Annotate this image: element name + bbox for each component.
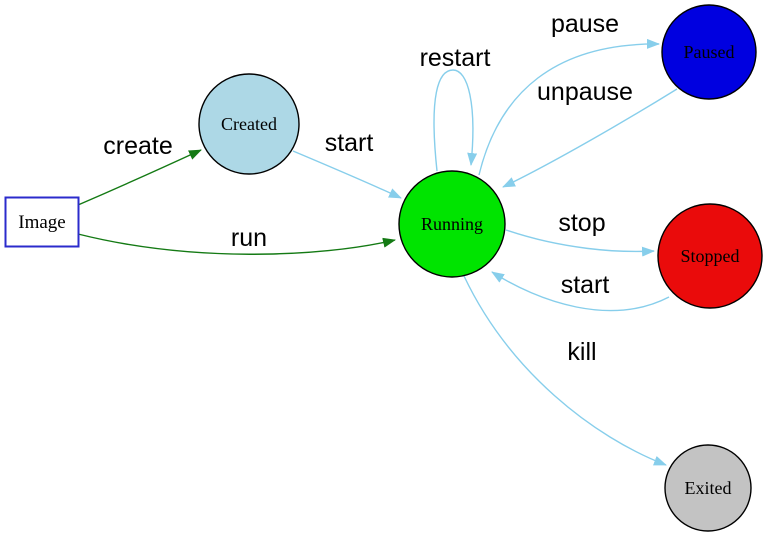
node-exited-circle [664, 444, 752, 532]
node-stopped: Stopped [657, 203, 763, 309]
node-image-label: Image [18, 212, 65, 233]
edge-stop-path [505, 229, 655, 257]
edge-kill: kill [463, 275, 667, 466]
edge-pause-label: pause [551, 10, 619, 38]
edge-start-created: start [292, 129, 402, 199]
node-created-label: Created [221, 114, 277, 134]
edge-kill-label: kill [567, 338, 596, 366]
node-exited: Exited [664, 444, 752, 532]
edge-start-created-label: start [325, 129, 374, 157]
node-paused-label: Paused [684, 42, 735, 62]
edge-pause-path [478, 38, 660, 176]
node-created-circle [198, 73, 300, 175]
node-paused: Paused [661, 4, 757, 100]
edge-start-stopped-label: start [561, 271, 610, 299]
node-running: Running [398, 170, 506, 278]
edge-restart-path [433, 69, 478, 172]
edge-kill-path [463, 275, 667, 466]
node-running-label: Running [421, 214, 483, 234]
edge-start-stopped: start [491, 271, 670, 312]
edge-unpause-label: unpause [537, 78, 633, 106]
node-image-box [4, 196, 80, 248]
edge-unpause: unpause [502, 78, 678, 188]
edge-create: create [77, 132, 202, 206]
node-exited-label: Exited [685, 478, 732, 498]
edge-restart-selfloop: restart [420, 44, 491, 172]
edge-stop-label: stop [558, 209, 605, 237]
edge-run-path [77, 233, 396, 255]
node-stopped-circle [657, 203, 763, 309]
node-stopped-label: Stopped [680, 246, 739, 266]
edge-restart-label: restart [420, 44, 491, 72]
edge-unpause-path [502, 88, 678, 188]
edge-start-stopped-path [491, 271, 670, 312]
node-running-circle [398, 170, 506, 278]
node-paused-circle [661, 4, 757, 100]
edge-stop: stop [505, 209, 655, 257]
edge-pause: pause [478, 10, 660, 176]
edge-create-path [77, 149, 202, 206]
edge-create-label: create [103, 132, 172, 160]
node-created: Created [198, 73, 300, 175]
edge-run-label: run [231, 224, 267, 252]
node-image: Image [4, 196, 80, 248]
edge-run: run [77, 224, 396, 255]
edge-start-created-path [292, 150, 402, 199]
